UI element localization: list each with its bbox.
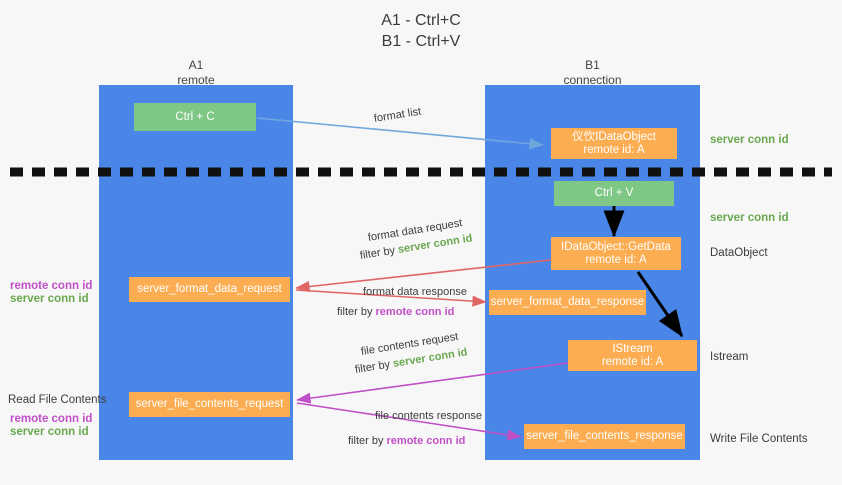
- title-line-1: A1 - Ctrl+C: [381, 12, 461, 29]
- arrow-format-data-request: [295, 259, 552, 293]
- node-ctrl-v-label: Ctrl + V: [594, 187, 634, 199]
- node-istream-title: IStream: [612, 342, 653, 355]
- arrow-file-contents-request: [296, 362, 569, 404]
- edge-label-format-data-response: format data response: [363, 285, 467, 299]
- node-server-format-data-request[interactable]: server_format_data_request: [129, 277, 290, 302]
- lane-header-b1: B1 connection: [515, 58, 670, 88]
- annotation-server-conn-id-top: server conn id: [710, 134, 789, 146]
- arrow-format-data-response: [295, 289, 487, 307]
- node-server-file-contents-response[interactable]: server_file_contents_response: [524, 424, 685, 449]
- annotation-remote-conn-id-1: remote conn id: [10, 280, 93, 292]
- edge-label-format-data-response-filter: filter by remote conn id: [337, 305, 454, 319]
- node-idataobject[interactable]: 仪忺IDataObject remote id: A: [551, 128, 677, 159]
- node-server-format-data-response-label: server_format_data_response: [490, 296, 645, 308]
- annotation-remote-conn-id-2: remote conn id: [10, 413, 93, 425]
- filter-key-remote-conn-id: remote conn id: [375, 306, 455, 318]
- node-idataobject-subtitle: remote id: A: [583, 143, 645, 156]
- node-server-file-contents-request[interactable]: server_file_contents_request: [129, 392, 290, 417]
- node-server-file-contents-request-label: server_file_contents_request: [135, 398, 284, 410]
- node-getdata-subtitle: remote id: A: [585, 253, 647, 266]
- lane-b1-sub: connection: [563, 73, 622, 87]
- node-ctrl-c-label: Ctrl + C: [175, 110, 215, 123]
- annotation-read-file-contents: Read File Contents: [8, 394, 107, 406]
- node-server-file-contents-response-label: server_file_contents_response: [526, 430, 683, 442]
- node-istream-subtitle: remote id: A: [601, 355, 664, 368]
- filter-prefix: filter by: [348, 435, 387, 447]
- title-line-2: B1 - Ctrl+V: [381, 33, 461, 50]
- lane-a1-sub: remote: [177, 73, 215, 87]
- lane-b1-name: B1: [585, 58, 600, 72]
- arrow-getdata-to-istream: [636, 271, 684, 338]
- lane-header-a1: A1 remote: [120, 58, 272, 88]
- annotation-istream: Istream: [710, 351, 749, 363]
- node-idataobject-title: 仪忺IDataObject: [572, 130, 656, 143]
- arrow-file-contents-response: [296, 402, 522, 441]
- filter-prefix: filter by: [337, 306, 376, 318]
- lane-a1-name: A1: [188, 58, 204, 72]
- filter-key-remote-conn-id: remote conn id: [386, 435, 466, 447]
- arrow-format-list: [256, 117, 544, 150]
- node-server-format-data-request-label: server_format_data_request: [137, 283, 282, 295]
- node-ctrl-c[interactable]: Ctrl + C: [134, 103, 256, 131]
- node-getdata-title: IDataObject::GetData: [561, 240, 671, 253]
- annotation-dataobject: DataObject: [710, 247, 768, 259]
- node-istream[interactable]: IStream remote id: A: [568, 340, 697, 371]
- edge-label-file-contents-response-text: file contents response: [375, 410, 483, 422]
- edge-label-file-contents-response: file contents response: [375, 409, 482, 423]
- annotation-write-file-contents: Write File Contents: [710, 433, 808, 445]
- node-server-format-data-response[interactable]: server_format_data_response: [489, 290, 646, 315]
- edge-label-file-contents-response-filter: filter by remote conn id: [348, 434, 465, 448]
- annotation-server-conn-id-1: server conn id: [10, 293, 89, 305]
- node-getdata[interactable]: IDataObject::GetData remote id: A: [551, 237, 681, 270]
- node-ctrl-v[interactable]: Ctrl + V: [554, 181, 674, 206]
- annotation-server-conn-id-2: server conn id: [10, 426, 89, 438]
- page-title: A1 - Ctrl+C B1 - Ctrl+V: [0, 10, 842, 52]
- annotation-server-conn-id-mid: server conn id: [710, 212, 789, 224]
- edge-label-format-data-response-text: format data response: [363, 286, 467, 298]
